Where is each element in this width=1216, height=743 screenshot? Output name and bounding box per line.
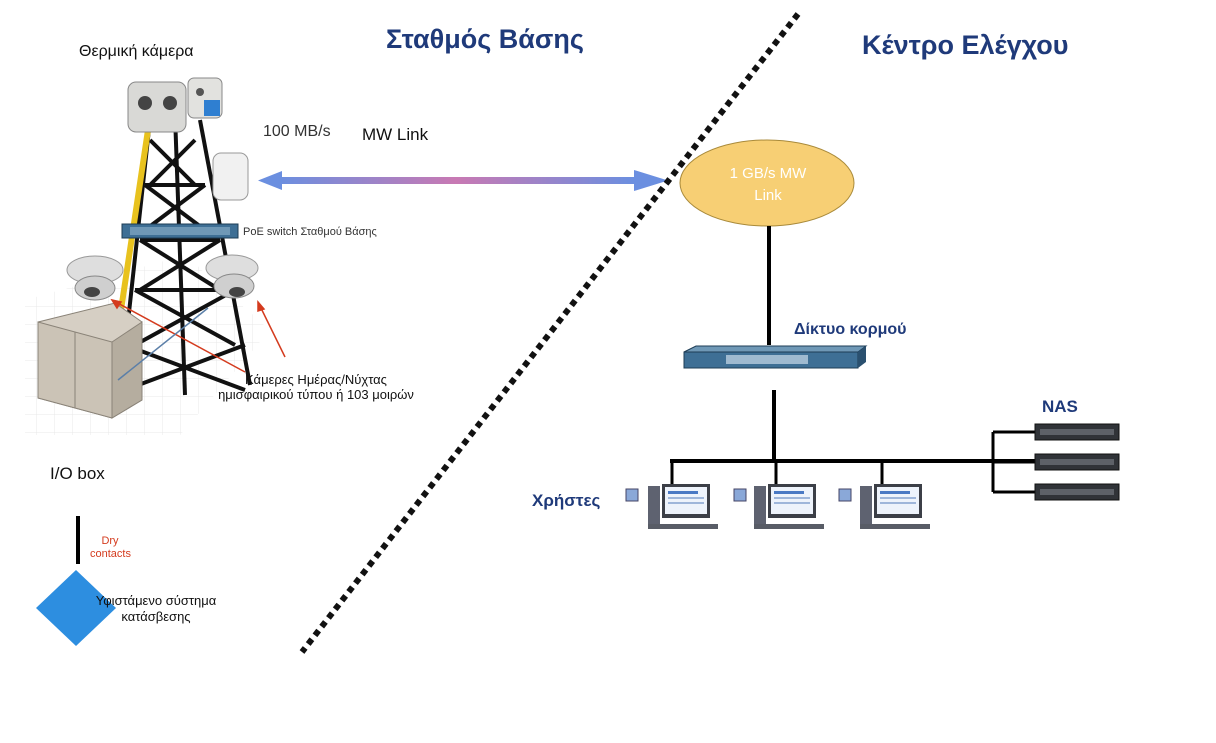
io-box-label: I/O box xyxy=(50,464,105,483)
mw-link-label: MW Link xyxy=(362,125,429,144)
workstation-icon xyxy=(625,484,718,529)
workstation-icon xyxy=(733,484,824,529)
mw-antenna-icon xyxy=(212,152,249,201)
suppression-system-diamond xyxy=(36,570,116,646)
backbone-label: Δίκτυο κορμού xyxy=(794,321,907,338)
mw-link-arrow xyxy=(258,170,668,191)
backbone-switch-icon xyxy=(683,345,868,369)
thermal-camera-label: Θερμική κάμερα xyxy=(79,43,194,60)
control-center-title: Κέντρο Ελέγχου xyxy=(862,30,1069,60)
annotation-arrows xyxy=(110,298,286,381)
dry-contacts-line2: contacts xyxy=(90,548,131,560)
nas-unit-icon xyxy=(1034,423,1120,501)
day-night-cameras-line1: Κάμερες Ημέρας/Νύχτας xyxy=(245,372,387,387)
users-label: Χρήστες xyxy=(532,491,601,510)
workstation-icon xyxy=(838,484,930,529)
io-cabinet-icon xyxy=(37,302,143,419)
thermal-camera-icon xyxy=(127,77,223,133)
poe-switch-label: PoE switch Σταθμού Βάσης xyxy=(243,226,377,238)
mw-link-ellipse-label: 1 GB/s MW Link xyxy=(708,163,828,207)
tower-poe-switch-icon xyxy=(121,223,239,239)
base-station-title: Σταθμός Βάσης xyxy=(386,24,584,54)
day-night-cameras-label: Κάμερες Ημέρας/Νύχτας ημισφαιρικού τύπου… xyxy=(190,372,442,402)
mw-link-ellipse-line1: 1 GB/s MW xyxy=(729,165,807,182)
suppression-line2: κατάσβεσης xyxy=(121,609,191,624)
link-speed-label: 100 MB/s xyxy=(263,123,331,140)
divider-line xyxy=(299,12,801,654)
dome-camera-right-icon xyxy=(205,254,259,299)
dry-contacts-line1: Dry xyxy=(101,535,119,547)
dry-contacts-label: Dry contacts xyxy=(90,535,131,561)
suppression-line1: Υφιστάμενο σύστημα xyxy=(95,593,217,608)
nas-bracket xyxy=(991,430,1035,494)
day-night-cameras-line2: ημισφαιρικού τύπου ή 103 μοιρών xyxy=(218,387,414,402)
nas-label: NAS xyxy=(1042,397,1078,416)
suppression-system-label: Υφιστάμενο σύστημα κατάσβεσης xyxy=(76,593,236,625)
mw-link-ellipse-line2: Link xyxy=(754,187,782,204)
dome-camera-left-icon xyxy=(66,255,124,301)
